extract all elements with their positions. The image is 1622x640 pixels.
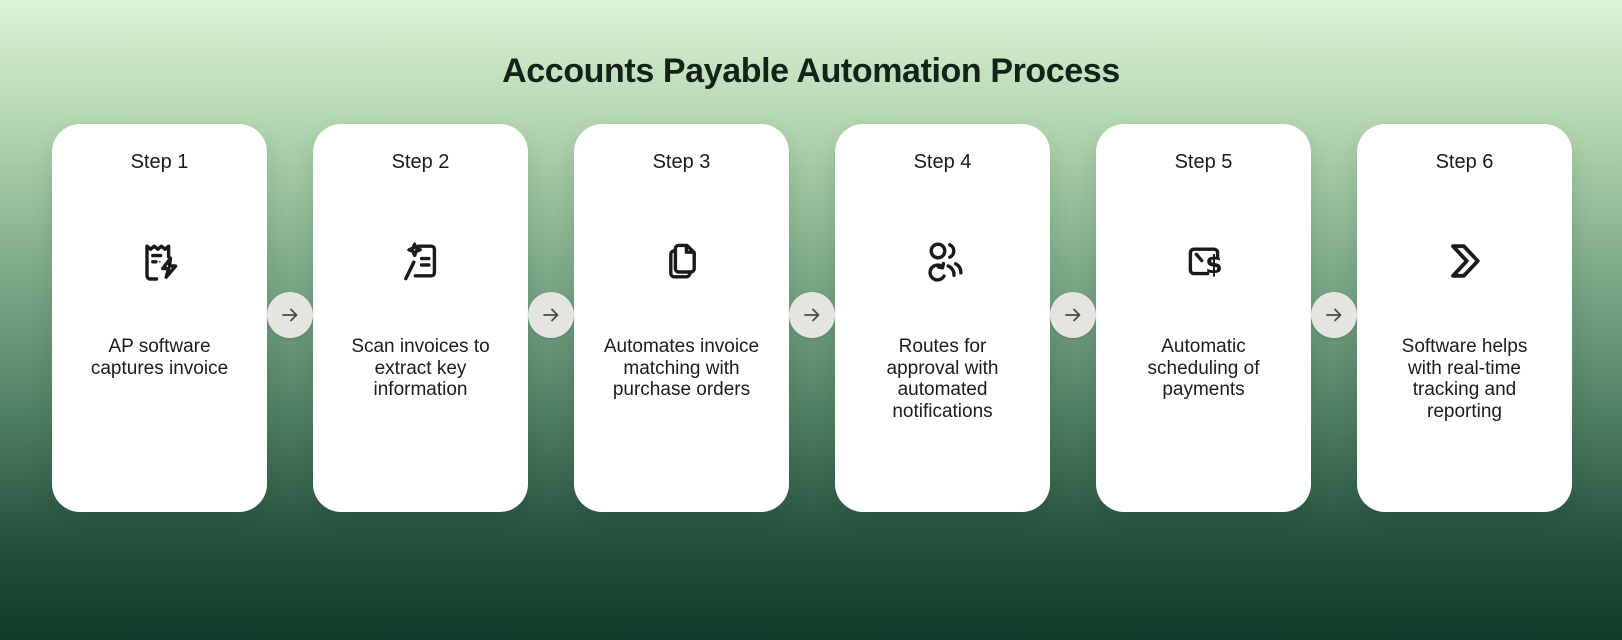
arrow-right-icon [1065,308,1081,322]
payment-dollar-card-icon: $ [1180,237,1228,285]
flow-arrow-4 [1050,292,1096,338]
step-3-description: Automates invoice matching with purchase… [603,336,760,400]
copy-documents-icon [658,237,706,285]
step-2-description: Scan invoices to extract key information [351,336,490,400]
step-6-description: Software helps with real-time tracking a… [1401,336,1528,422]
step-3-label: Step 3 [652,151,711,173]
step-cards-row: Step 1 AP software captures invoice Step… [52,124,1572,512]
flow-arrow-3 [789,292,835,338]
step-2-label: Step 2 [391,151,450,173]
step-5-label: Step 5 [1174,151,1233,173]
step-4-description: Routes for approval with automated notif… [886,336,999,422]
step-card-6: Step 6 Software helps with real-time tra… [1357,124,1572,512]
double-chevron-forward-icon [1441,237,1489,285]
flow-arrow-1 [267,292,313,338]
arrow-right-icon [282,308,298,322]
step-card-5: Step 5 $ Automatic scheduling of payment… [1096,124,1311,512]
step-1-label: Step 1 [130,151,189,173]
page-title: Accounts Payable Automation Process [502,52,1120,90]
step-4-label: Step 4 [913,151,972,173]
process-flow: Step 1 AP software captures invoice Step… [0,124,1622,512]
step-1-description: AP software captures invoice [90,336,229,379]
step-card-2: Step 2 Scan invoices to extract key info… [313,124,528,512]
step-card-1: Step 1 AP software captures invoice [52,124,267,512]
svg-text:$: $ [1205,250,1222,279]
arrow-right-icon [543,308,559,322]
step-card-3: Step 3 Automates invoice matching with p… [574,124,789,512]
flow-arrow-5 [1311,292,1357,338]
step-6-label: Step 6 [1435,151,1494,173]
scan-wand-document-icon [397,237,445,285]
invoice-capture-receipt-lightning-icon [136,237,184,285]
arrow-right-icon [804,308,820,322]
step-card-4: Step 4 Routes for approval with automate… [835,124,1050,512]
flow-arrow-2 [528,292,574,338]
users-routing-sync-icon [919,237,967,285]
arrow-right-icon [1326,308,1342,322]
step-5-description: Automatic scheduling of payments [1147,336,1260,400]
